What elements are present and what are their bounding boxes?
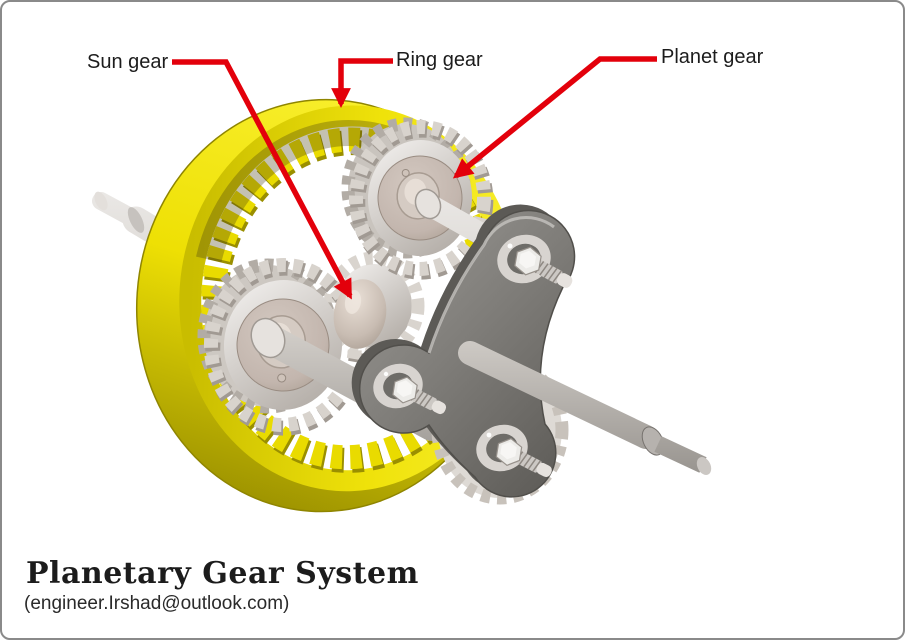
callout-ring-line [331, 58, 393, 108]
planet-gear-label: Planet gear [661, 46, 764, 68]
ring-gear-label: Ring gear [396, 49, 483, 71]
diagram-title: Planetary Gear System [26, 556, 419, 591]
carrier-bolt-top [497, 234, 573, 288]
carrier-bolt-left [373, 363, 447, 415]
callout-sun-line [172, 59, 353, 300]
callout-planet-line [452, 56, 657, 179]
diagram-subtitle: (engineer.Irshad@outlook.com) [24, 593, 290, 614]
output-shaft-graphic [458, 341, 712, 476]
sun-gear-label: Sun gear [87, 51, 169, 73]
callout-lines [172, 56, 657, 300]
title-block: Planetary Gear System (engineer.Irshad@o… [24, 556, 419, 615]
carrier-bolt-bottom [476, 424, 552, 477]
